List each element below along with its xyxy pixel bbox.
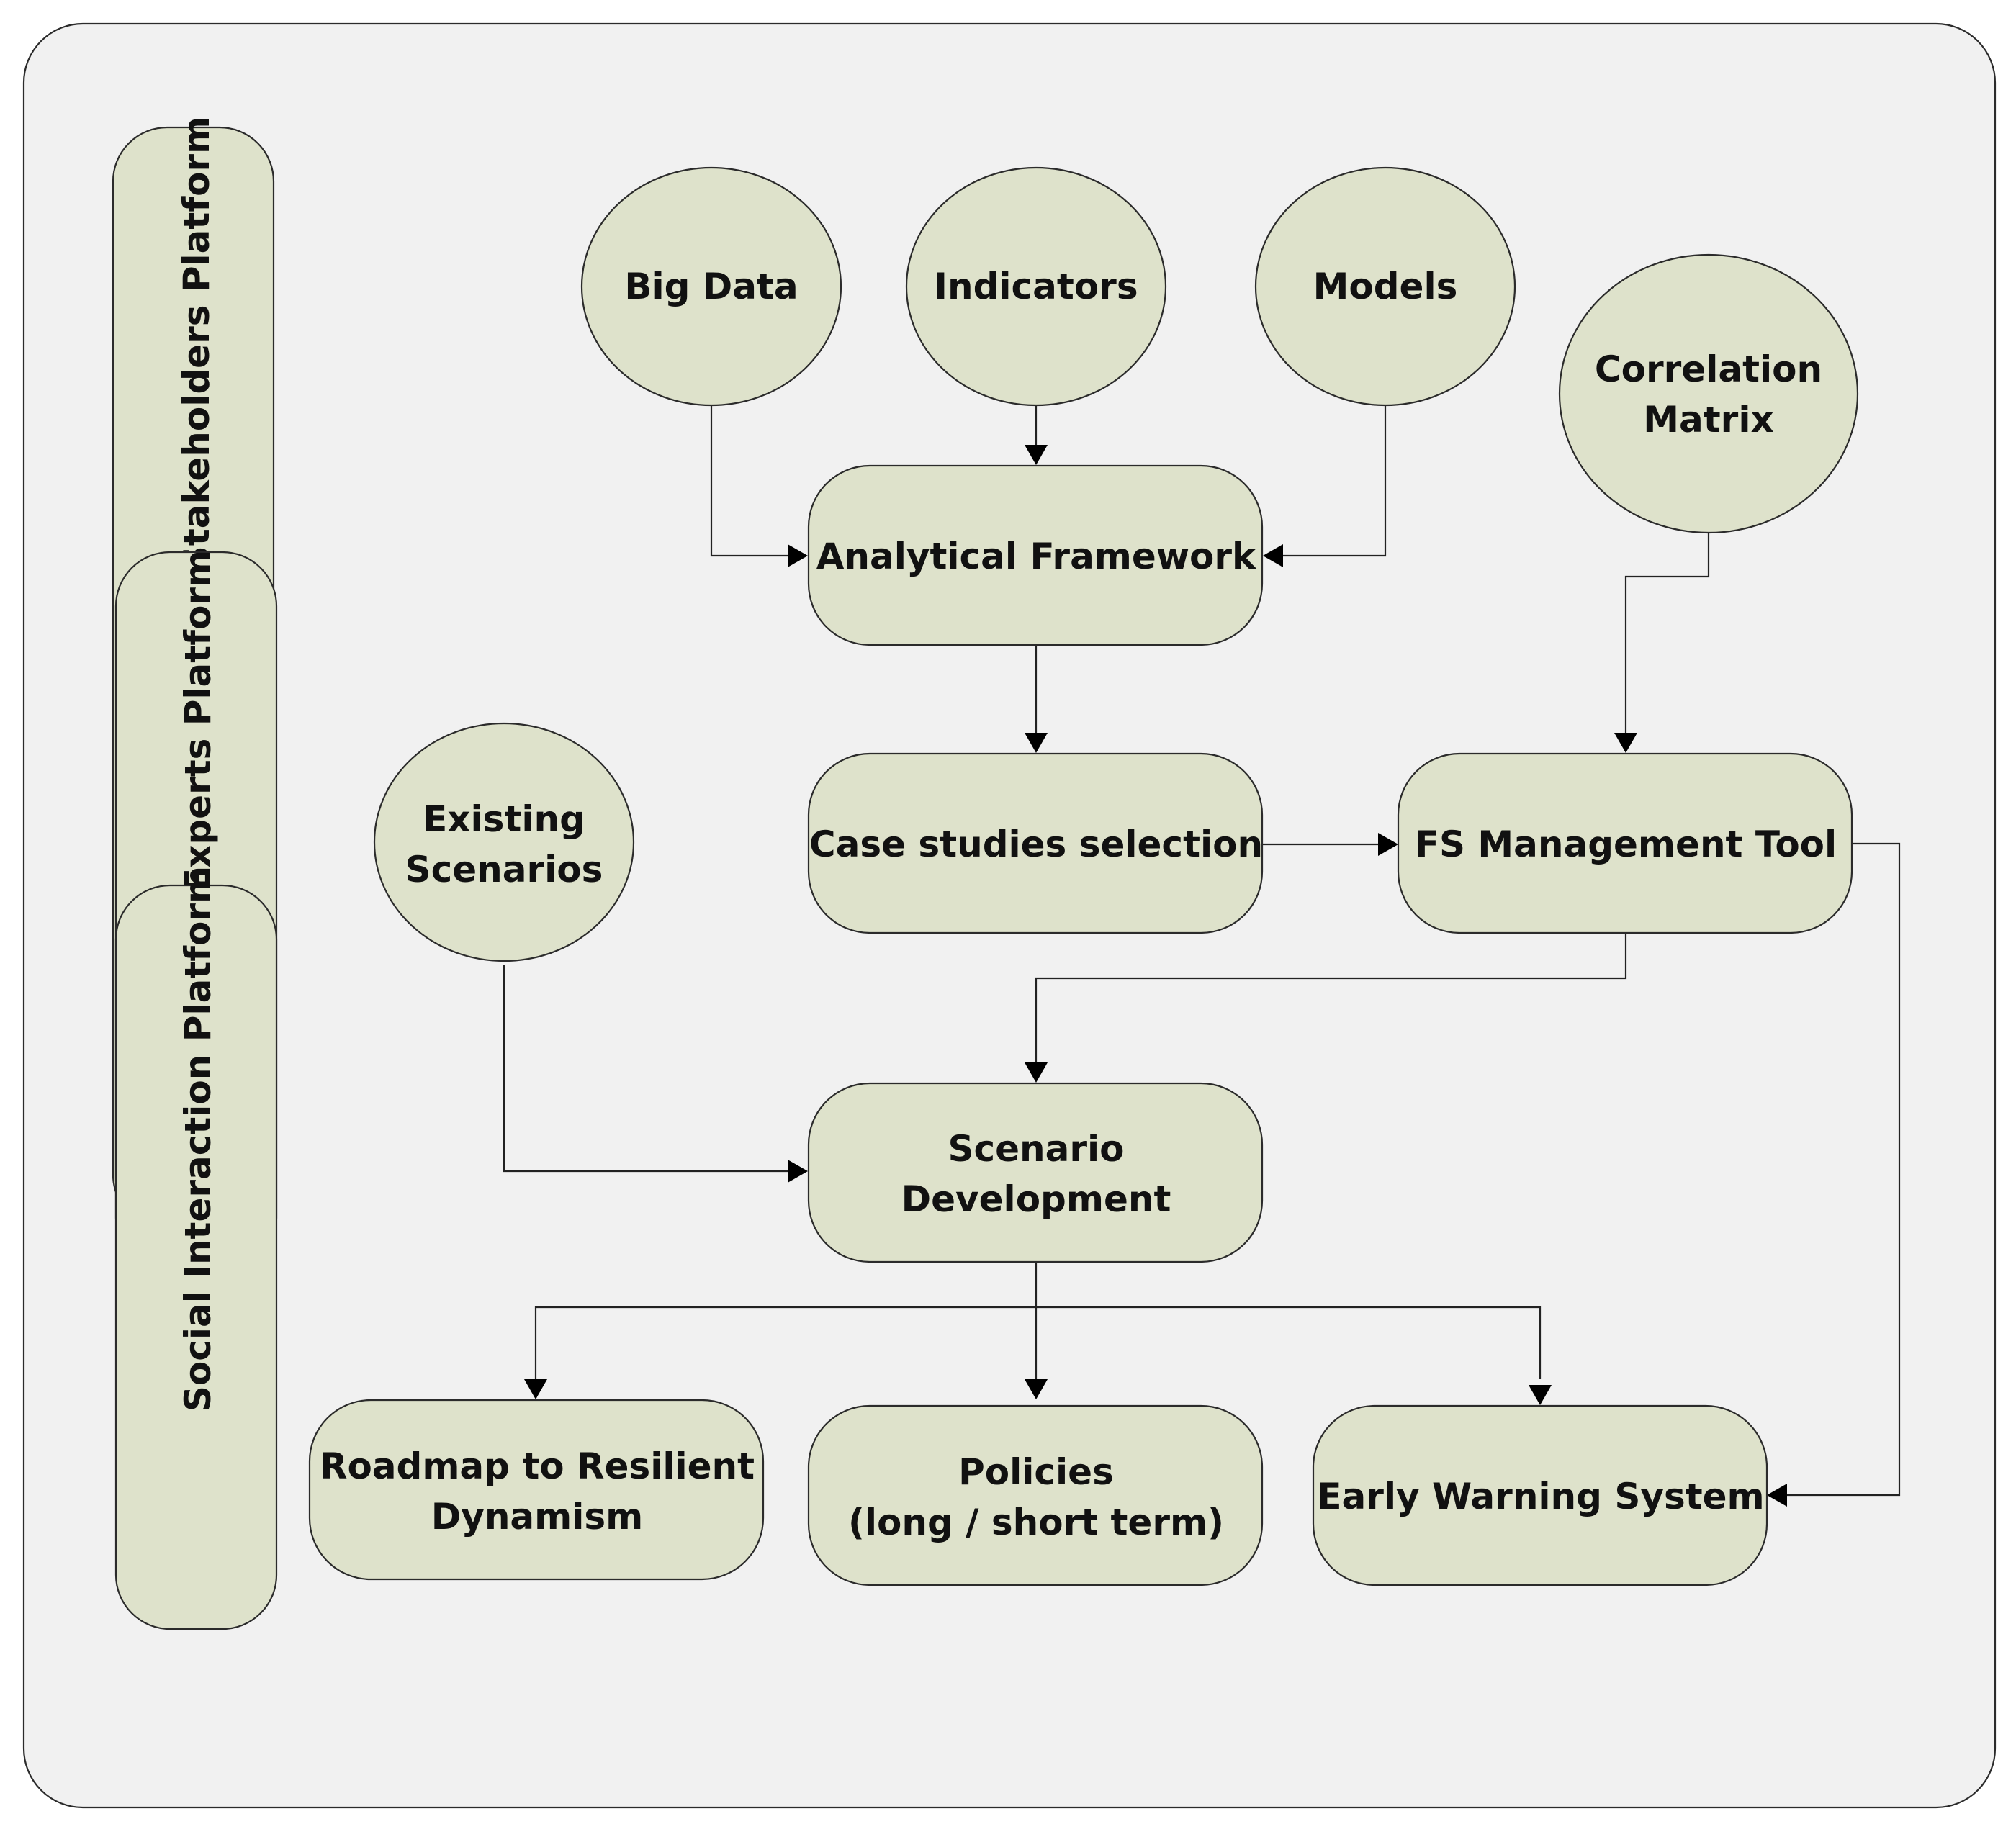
edge-bigdata-analytical [710,405,792,557]
arrowhead [1025,733,1048,753]
early-warning-node: Early Warning System [1312,1404,1768,1586]
arrowhead [1767,1484,1787,1507]
scenario-development-node: Scenario Development [807,1082,1264,1263]
social-interaction-platform-label: Social Interaction Platform [177,866,219,1412]
correlation-matrix-label: Correlation [1595,348,1822,390]
edge-existing-scenario [503,965,792,1173]
existing-scenarios-label: Existing [423,798,585,840]
big-data-label: Big Data [624,266,798,307]
roadmap-label: Roadmap to Resilient [320,1445,755,1487]
roadmap-label: Dynamism [431,1496,644,1538]
models-label: Models [1313,266,1458,307]
arrowhead [1025,445,1048,465]
arrowhead [1529,1385,1552,1405]
arrowhead [1263,544,1283,567]
fs-management-tool-label: FS Management Tool [1415,823,1837,865]
existing-scenarios-node: Existing Scenarios [373,722,635,962]
edge-scenario-split [534,1306,1542,1379]
arrowhead [788,544,808,567]
connectors [503,405,1901,1507]
edge-fstool-scenario [1035,934,1627,1064]
experts-platform-label: Experts Platform [177,550,219,893]
case-studies-label: Case studies selection [809,823,1263,865]
roadmap-node: Roadmap to Resilient Dynamism [308,1399,765,1581]
scenario-development-label: Development [901,1178,1171,1220]
stakeholders-platform-label: Stakeholders Platform [176,117,217,572]
arrowhead [1025,1379,1048,1399]
models-node: Models [1254,166,1516,407]
edge-models-analytical [1279,405,1387,557]
social-interaction-platform: Social Interaction Platform [114,866,278,1630]
arrowhead [1378,833,1398,856]
existing-scenarios-label: Scenarios [405,849,603,890]
indicators-node: Indicators [905,166,1167,407]
analytical-framework-node: Analytical Framework [807,464,1264,646]
fs-management-tool-node: FS Management Tool [1397,752,1853,934]
analytical-framework-label: Analytical Framework [816,536,1257,577]
indicators-label: Indicators [934,266,1138,307]
correlation-matrix-node: Correlation Matrix [1558,253,1859,534]
arrowhead [788,1160,808,1183]
case-studies-node: Case studies selection [807,752,1264,934]
arrowhead [524,1379,547,1399]
arrowhead [1025,1062,1048,1083]
correlation-matrix-label: Matrix [1643,399,1773,441]
policies-node: Policies (long / short term) [807,1404,1264,1586]
policies-label: (long / short term) [848,1502,1224,1543]
edge-correlation-fstool [1624,533,1710,734]
arrowhead [1614,733,1637,753]
edge-fstool-earlywarning [1783,842,1901,1497]
big-data-node: Big Data [580,166,842,407]
scenario-development-label: Scenario [948,1128,1124,1170]
policies-label: Policies [958,1451,1114,1493]
early-warning-label: Early Warning System [1317,1476,1764,1517]
